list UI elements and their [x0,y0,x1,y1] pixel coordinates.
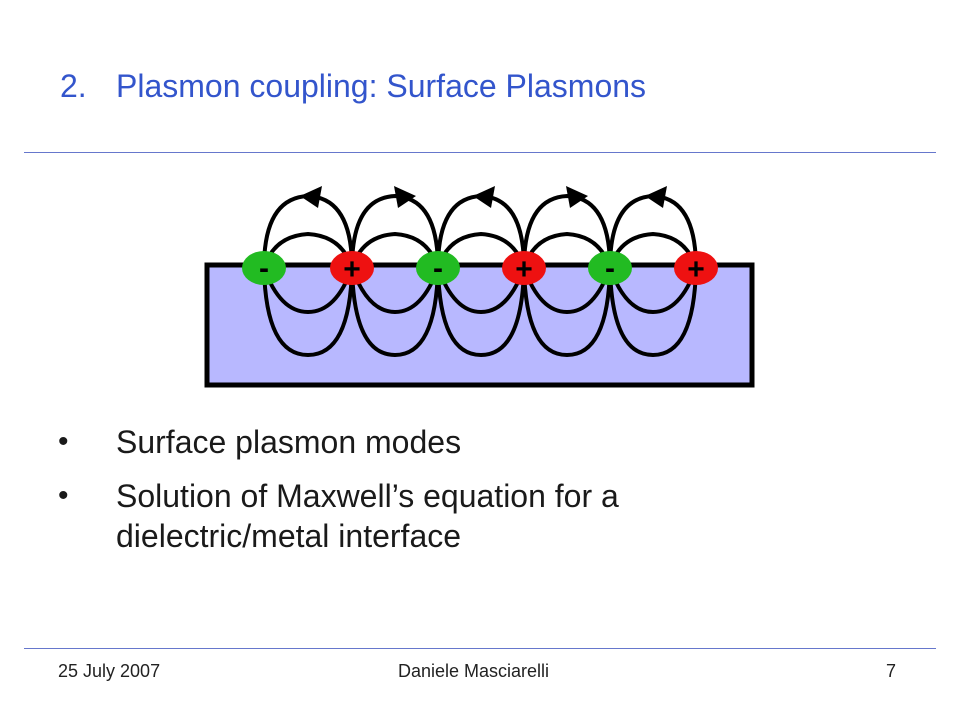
slide-title: 2. Plasmon coupling: Surface Plasmons [60,68,646,105]
bullet-list: • Surface plasmon modes • Solution of Ma… [58,422,778,570]
charge-label: - [433,252,443,285]
surface-plasmon-diagram: - + - + - + [204,186,755,388]
field-lines-lower [262,267,698,358]
surface-charges [242,251,718,285]
charge-label: - [259,252,269,285]
bullet-marker: • [58,479,69,512]
metal-slab [204,262,755,388]
field-arrows [300,186,667,208]
charge-positive [674,251,718,285]
field-lines-upper [262,193,698,269]
charge-negative [242,251,286,285]
top-divider [24,152,936,153]
arrow-left [645,186,667,208]
arrow-right [394,186,416,208]
bottom-divider [24,648,936,649]
arrow-left [473,186,495,208]
footer-date: 25 July 2007 [58,661,161,681]
footer-author: Daniele Masciarelli [398,661,550,681]
arrow-right [566,186,588,208]
bullet-item: • Surface plasmon modes [58,422,778,462]
charge-label: + [343,253,361,286]
charge-negative [588,251,632,285]
bullet-text: Surface plasmon modes [116,424,462,460]
charge-positive [330,251,374,285]
charge-label: + [687,253,705,286]
charge-positive [502,251,546,285]
bullet-text: Solution of Maxwell’s equation for a die… [116,478,619,554]
charge-label: + [515,253,533,286]
arrow-left [300,186,322,208]
title-number: 2. [60,68,87,104]
charge-negative [416,251,460,285]
bullet-item: • Solution of Maxwell’s equation for a d… [58,476,778,556]
footer-page-number: 7 [885,661,896,681]
title-text: Plasmon coupling: Surface Plasmons [116,68,647,104]
bullet-marker: • [58,425,69,458]
charge-label: - [605,252,615,285]
